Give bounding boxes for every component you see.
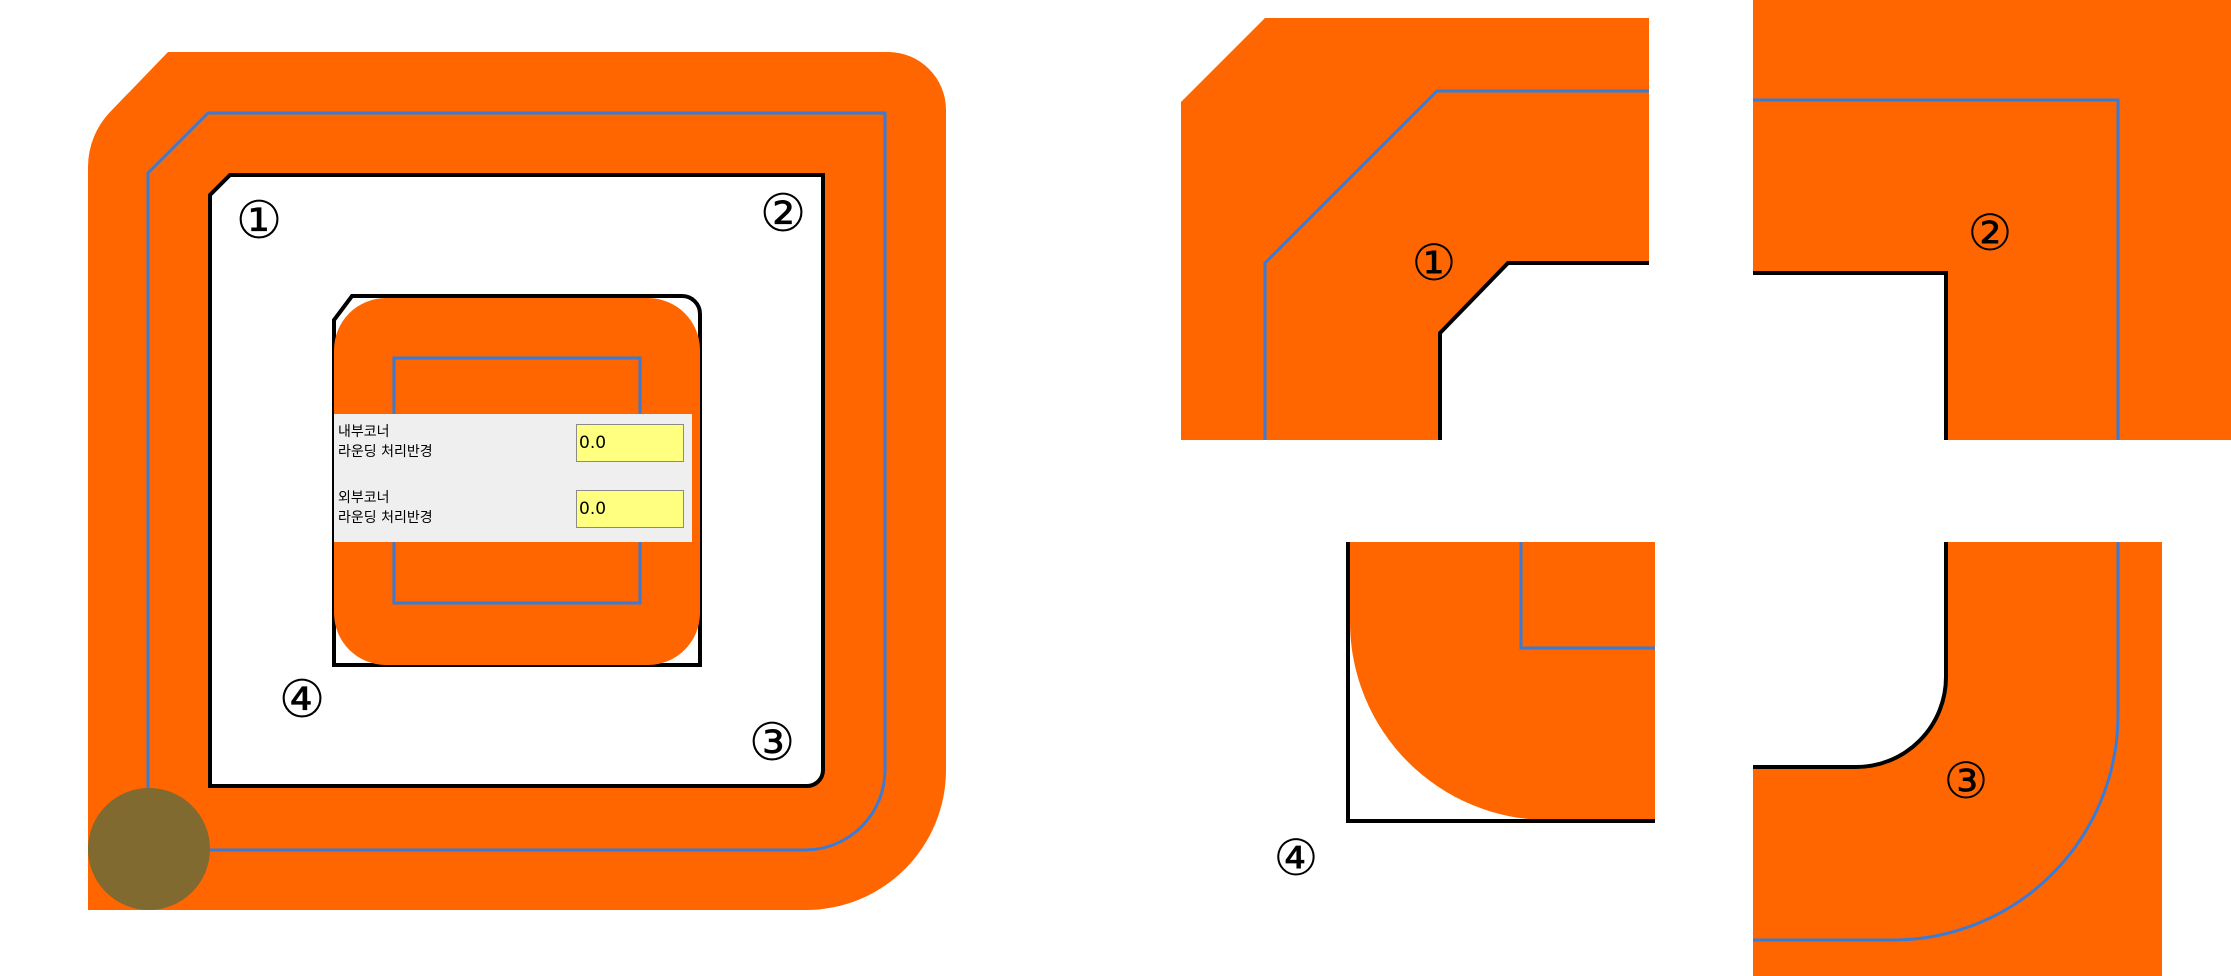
- inner-corner-label: 내부코너 라운딩 처리반경: [338, 422, 433, 462]
- inner-corner-label-line2: 라운딩 처리반경: [338, 444, 433, 460]
- outer-corner-label-line2: 라운딩 처리반경: [338, 510, 433, 526]
- detail-1-marker: ①: [1412, 234, 1457, 292]
- marker-1: ①: [236, 191, 283, 251]
- detail-1-band: [1181, 18, 1649, 440]
- detail-corner-2: ②: [1753, 0, 2231, 440]
- detail-corner-4: ④: [1274, 542, 1655, 887]
- detail-1-centerline: [1263, 89, 1649, 440]
- inner-corner-row: 내부코너 라운딩 처리반경: [334, 414, 692, 470]
- marker-4: ④: [279, 670, 326, 730]
- tool-circle: [88, 788, 210, 910]
- detail-3-marker: ③: [1944, 752, 1989, 810]
- outer-corner-radius-input[interactable]: [576, 490, 684, 528]
- detail-3-edge: [1753, 542, 1948, 769]
- inner-corner-radius-input[interactable]: [576, 424, 684, 462]
- marker-3-label: ③: [749, 713, 796, 773]
- detail-2-band: [1753, 0, 2231, 440]
- detail-4-edge: [1346, 542, 1655, 823]
- outer-centerline: [146, 111, 887, 852]
- detail-4-marker: ④: [1274, 829, 1319, 887]
- marker-2-label: ②: [760, 184, 807, 244]
- detail-4-band: [1350, 542, 1655, 820]
- detail-corner-1: ①: [1181, 18, 1649, 440]
- marker-4-label: ④: [279, 670, 326, 730]
- detail-2-edge: [1753, 271, 1948, 440]
- detail-4-centerline: [1519, 542, 1655, 650]
- detail-corner-3: ③: [1753, 542, 2162, 976]
- marker-3: ③: [749, 713, 796, 773]
- outer-corner-row: 외부코너 라운딩 처리반경: [334, 480, 692, 536]
- marker-2: ②: [760, 184, 807, 244]
- rounding-parameter-panel: 내부코너 라운딩 처리반경 외부코너 라운딩 처리반경: [334, 414, 692, 542]
- detail-2-marker: ②: [1968, 204, 2013, 262]
- outer-corner-label: 외부코너 라운딩 처리반경: [338, 488, 433, 528]
- outer-corner-label-line1: 외부코너: [338, 490, 390, 506]
- detail-1-edge: [1438, 261, 1649, 440]
- marker-1-label: ①: [236, 191, 283, 251]
- inner-corner-label-line1: 내부코너: [338, 424, 390, 440]
- detail-3-centerline: [1753, 542, 2120, 942]
- detail-2-centerline: [1753, 98, 2120, 440]
